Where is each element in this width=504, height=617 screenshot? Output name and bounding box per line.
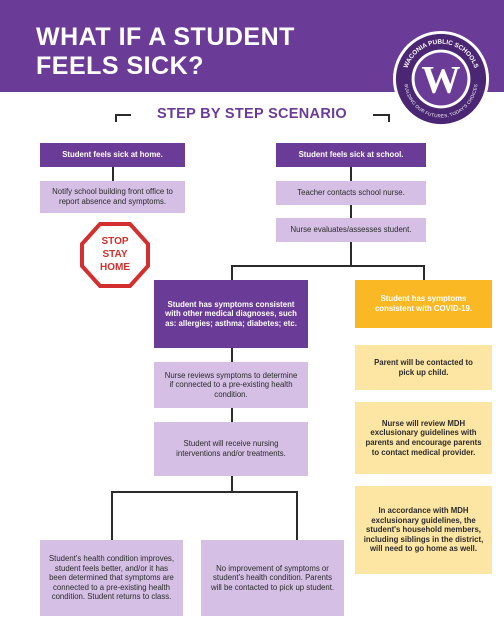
stop-sign-line-2: STAY (102, 249, 127, 260)
logo-letter: W (421, 59, 460, 102)
school-start-box: Student feels sick at school. (276, 143, 426, 167)
condition-improves-box: Student's health condition improves, stu… (40, 540, 183, 616)
subtitle-bracket-left-tick (115, 114, 117, 122)
diagram-subtitle: STEP BY STEP SCENARIO (156, 106, 348, 122)
connector-split-bar (231, 265, 424, 267)
connector-school-1 (350, 167, 352, 181)
subtitle-bracket-right (373, 114, 389, 116)
connector-split-stem (350, 242, 352, 266)
connector-medical-2 (231, 408, 233, 422)
stop-sign-line-3: HOME (100, 262, 130, 273)
title-line-2: FEELS SICK? (36, 52, 205, 80)
subtitle-bracket-left (115, 114, 131, 116)
connector-medical-3 (231, 476, 233, 492)
medical-diagnosis-box: Student has symptoms consistent with oth… (154, 280, 308, 348)
school-teacher-box: Teacher contacts school nurse. (276, 181, 426, 205)
subtitle-bracket-right-tick (388, 114, 390, 122)
connector-split-right (423, 265, 425, 280)
connector-outcome-right (296, 491, 298, 540)
stop-sign-line-1: STOP (101, 236, 128, 247)
page-title: WHAT IF A STUDENT FEELS SICK? (36, 23, 295, 81)
school-nurse-box: Nurse evaluates/assesses student. (276, 218, 426, 242)
nursing-interventions-box: Student will receive nursing interventio… (154, 422, 308, 476)
district-logo: WACONIA PUBLIC SCHOOLS BUILDING OUR FUTU… (392, 30, 490, 128)
connector-outcome-left (111, 491, 113, 540)
household-home-box: In accordance with MDH exclusionary guid… (355, 486, 492, 574)
nurse-review-box: Nurse reviews symptoms to determine if c… (154, 362, 308, 408)
mdh-guidelines-box: Nurse will review MDH exclusionary guide… (355, 402, 492, 474)
connector-outcome-bar (111, 491, 297, 493)
home-notify-box: Notify school building front office to r… (40, 181, 185, 213)
connector-school-2 (350, 205, 352, 218)
covid-symptoms-box: Student has symptoms consistent with COV… (355, 280, 492, 328)
title-line-1: WHAT IF A STUDENT (36, 23, 295, 51)
no-improvement-box: No improvement of symptoms or student's … (201, 540, 344, 616)
connector-home-1 (112, 167, 114, 181)
connector-split-left (231, 265, 233, 280)
connector-medical-1 (231, 348, 233, 362)
home-start-box: Student feels sick at home. (40, 143, 185, 167)
stop-sign-icon: STOP STAY HOME (80, 222, 150, 288)
parent-contact-box: Parent will be contacted to pick up chil… (355, 345, 492, 390)
